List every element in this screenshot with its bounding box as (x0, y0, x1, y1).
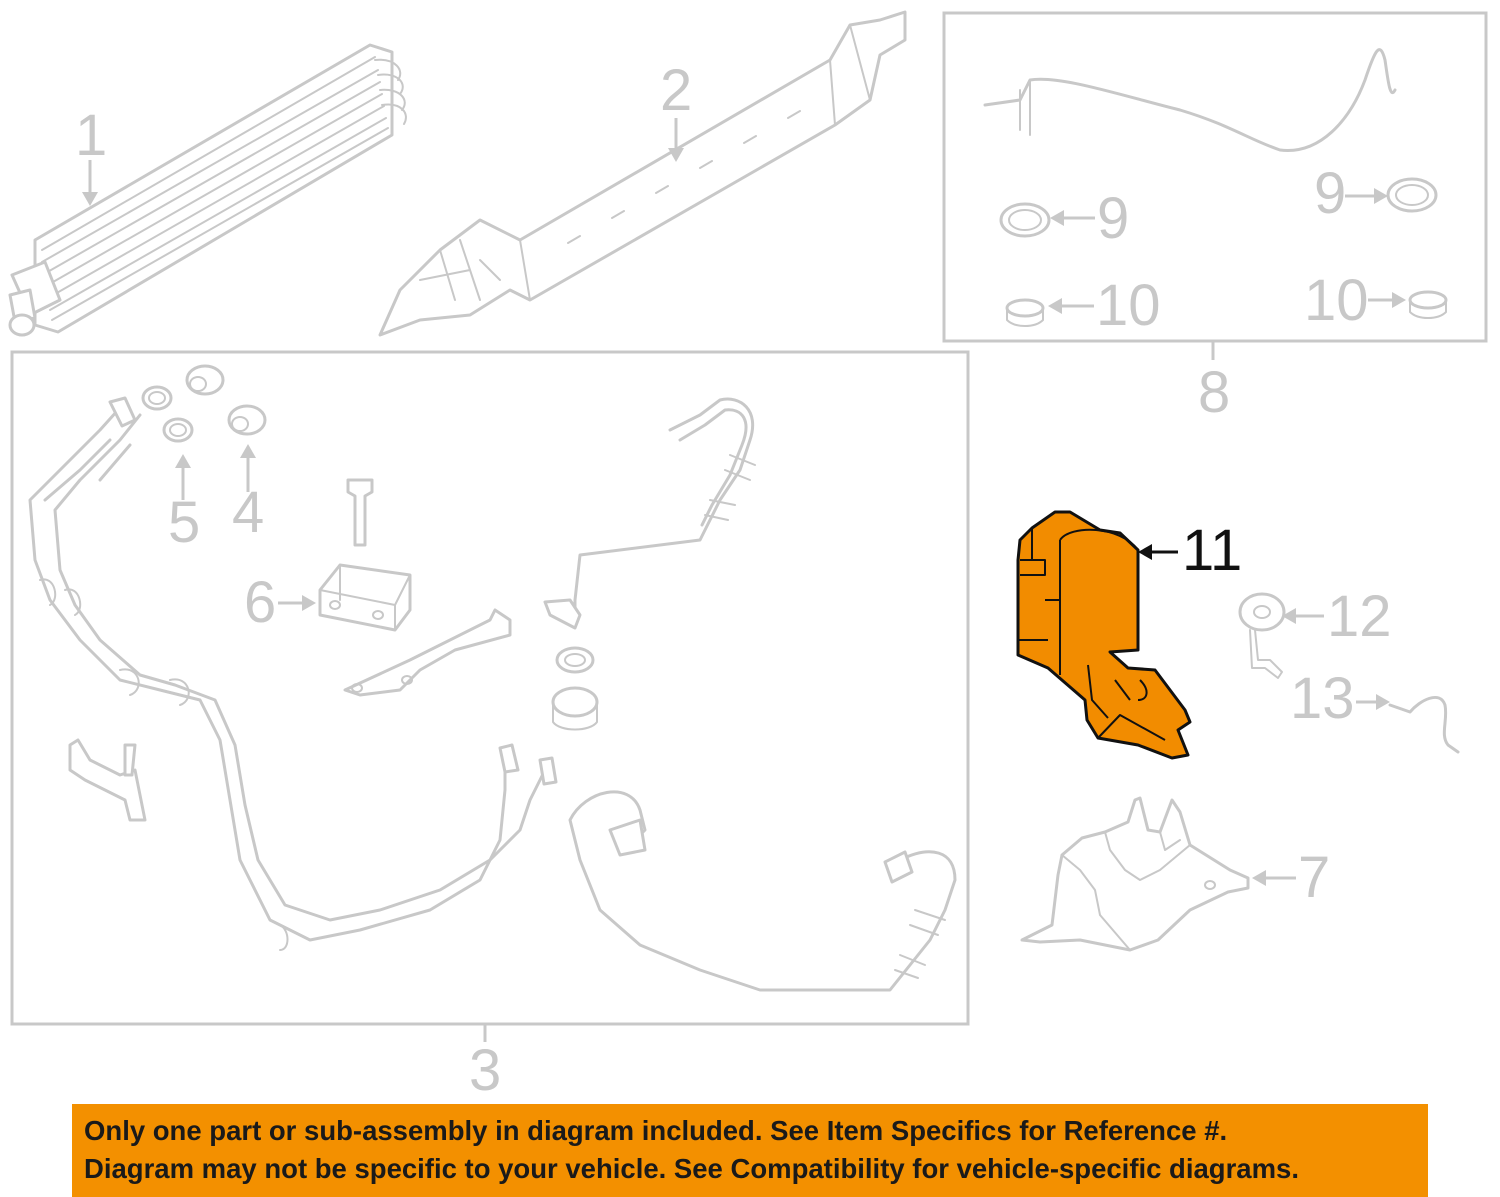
callout-9a: 9 (1050, 186, 1129, 251)
callout-4: 4 (232, 444, 264, 545)
part-5-seal (141, 385, 595, 674)
part-3-bracket-small (68, 738, 147, 822)
callout-5: 5 (168, 454, 200, 555)
part-8-hose (983, 48, 1397, 152)
callout-10a: 10 (1048, 273, 1161, 338)
callout-1: 1 (75, 103, 107, 206)
callout-10b: 10 (1304, 268, 1406, 333)
callout-1-label: 1 (75, 103, 107, 168)
callout-8: 8 (1198, 342, 1230, 425)
part-11-highlighted (1016, 510, 1192, 760)
callout-10b-label: 10 (1304, 268, 1369, 333)
callout-2: 2 (660, 58, 692, 162)
disclaimer-line-1: Only one part or sub-assembly in diagram… (84, 1115, 1228, 1146)
box-8-frame (942, 11, 1488, 343)
disclaimer-line-2: Diagram may not be specific to your vehi… (84, 1153, 1299, 1184)
callout-6: 6 (244, 570, 316, 635)
box-3-frame (10, 350, 970, 1026)
part-12-clip (1238, 592, 1286, 679)
callout-3: 3 (469, 1025, 501, 1103)
callout-2-label: 2 (660, 58, 692, 123)
callout-6-label: 6 (244, 570, 276, 635)
callout-10a-label: 10 (1096, 273, 1161, 338)
callout-4-label: 4 (232, 480, 264, 545)
disclaimer-banner-bg (72, 1104, 1428, 1197)
callout-9b-label: 9 (1314, 161, 1346, 226)
callout-5-label: 5 (168, 490, 200, 555)
part-2-bracket (378, 10, 907, 337)
callout-3-label: 3 (469, 1038, 501, 1103)
disclaimer-banner: Only one part or sub-assembly in diagram… (72, 1104, 1428, 1197)
part-10-grommet-right (1408, 290, 1448, 319)
callout-9b: 9 (1314, 161, 1388, 226)
callout-7: 7 (1252, 845, 1330, 910)
callout-11: 11 (1138, 518, 1242, 583)
callout-9a-label: 9 (1097, 186, 1129, 251)
callout-8-label: 8 (1198, 360, 1230, 425)
callout-12-label: 12 (1327, 584, 1392, 649)
callout-12: 12 (1282, 584, 1392, 649)
part-13-hose (1388, 695, 1460, 754)
part-11-body (1016, 510, 1192, 760)
part-6-mount (318, 478, 512, 697)
callout-13-label: 13 (1290, 666, 1355, 731)
part-9-seal-right (1386, 177, 1438, 213)
callout-13: 13 (1290, 666, 1390, 731)
part-4-grommet (185, 364, 599, 731)
part-7-shield (1020, 796, 1250, 952)
part-9-seal-left (999, 202, 1051, 238)
callout-11-label: 11 (1182, 518, 1242, 583)
callout-7-label: 7 (1298, 845, 1330, 910)
part-10-grommet-left (1005, 298, 1045, 327)
part-3-cooler-lines (28, 396, 957, 992)
part-1-oil-cooler (8, 43, 407, 337)
